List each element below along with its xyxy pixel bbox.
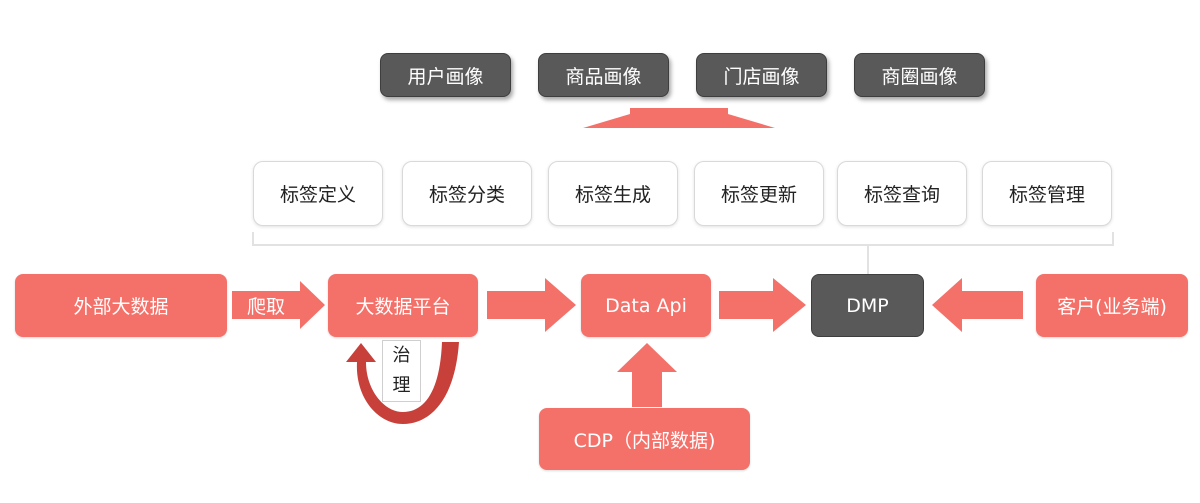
cdp-box[interactable]: CDP（内部数据) [539, 408, 750, 470]
governance-loop [346, 342, 459, 424]
up-arrow-to-profiles [583, 108, 775, 128]
profile-store[interactable]: 门店画像 [696, 53, 827, 97]
governance-label: 治 理 [382, 340, 421, 402]
cdp-to-api-arrow [617, 343, 677, 407]
tag-management[interactable]: 标签管理 [982, 161, 1112, 226]
profile-product[interactable]: 商品画像 [538, 53, 669, 97]
tag-generation[interactable]: 标签生成 [548, 161, 678, 226]
profile-user[interactable]: 用户画像 [380, 53, 511, 97]
data-api-box[interactable]: Data Api [581, 274, 711, 337]
governance-char-2: 理 [392, 375, 411, 396]
profile-business-district[interactable]: 商圈画像 [854, 53, 985, 97]
tag-update[interactable]: 标签更新 [694, 161, 824, 226]
governance-char-1: 治 [392, 345, 411, 366]
tags-bracket [252, 232, 1114, 246]
api-to-dmp-arrow [719, 278, 806, 332]
crawl-arrow [232, 281, 325, 329]
crawl-label: 爬取 [246, 295, 285, 318]
customer-to-dmp-arrow [932, 278, 1023, 332]
tag-definition[interactable]: 标签定义 [253, 161, 383, 226]
dmp-box[interactable]: DMP [811, 274, 924, 337]
external-data-box[interactable]: 外部大数据 [15, 274, 227, 337]
tag-query[interactable]: 标签查询 [837, 161, 967, 226]
platform-to-api-arrow [487, 278, 576, 332]
customer-box[interactable]: 客户(业务端) [1036, 274, 1188, 337]
tag-category[interactable]: 标签分类 [402, 161, 532, 226]
big-data-platform-box[interactable]: 大数据平台 [328, 274, 478, 337]
